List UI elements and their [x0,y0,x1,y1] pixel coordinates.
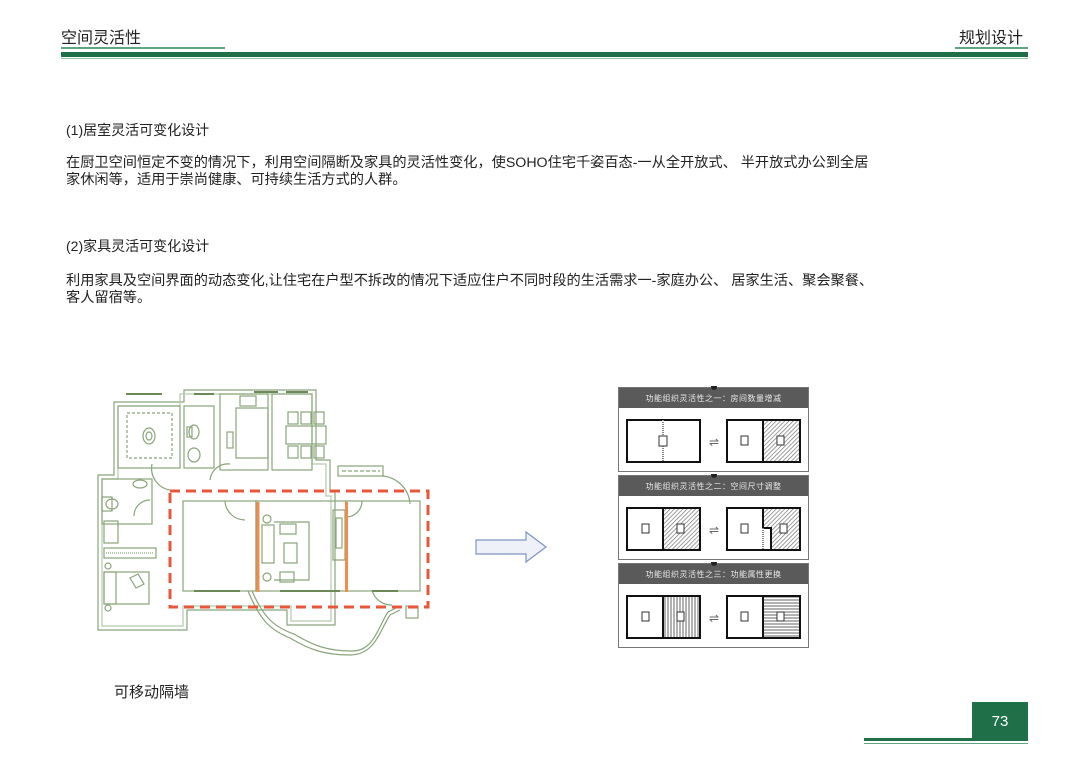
connector-notch [711,474,717,478]
section-2-line-1: 利用家具及空间界面的动态变化,让住宅在户型不拆改的情况下适应住户不同时段的生活需… [66,273,874,289]
space-size-illustration: ⇌ [626,507,801,551]
section-2-body: 利用家具及空间界面的动态变化,让住宅在户型不拆改的情况下适应住户不同时段的生活需… [66,273,1016,307]
diagram-room-count-label: 功能组织灵活性之一：房间数量增减 [619,388,808,408]
diagram-function-swap: 功能组织灵活性之三：功能属性更换 ⇌ [618,562,809,648]
connector-notch [711,562,717,566]
page-number-text: 73 [991,712,1009,730]
footer-accent-line [864,743,1028,744]
flexibility-diagram-panel: 功能组织灵活性之一：房间数量增减 ⇌ [618,386,809,648]
movable-wall-right [345,502,348,592]
function-swap-illustration: ⇌ [626,595,801,639]
header-accent-line-left [61,47,225,49]
header-accent-line-right [955,47,1028,49]
section-1-line-1: 在厨卫空间恒定不变的情况下，利用空间隔断及家具的灵活性变化，使SOHO住宅千姿百… [66,155,869,171]
diagram-room-count: 功能组织灵活性之一：房间数量增减 ⇌ [618,386,809,472]
section-1-body: 在厨卫空间恒定不变的情况下，利用空间隔断及家具的灵活性变化，使SOHO住宅千姿百… [66,155,1016,189]
svg-text:⇌: ⇌ [709,523,719,537]
right-arrow-icon [475,530,547,564]
diagram-space-size-label: 功能组织灵活性之二：空间尺寸调整 [619,476,808,496]
section-1-line-2: 家休闲等，适用于崇尚健康、可持续生活方式的人群。 [66,172,407,188]
movable-wall-left [256,502,260,592]
room-count-illustration: ⇌ [626,419,801,463]
header-divider-bar [61,52,1028,57]
footer-line [864,738,1028,741]
page-number: 73 [972,702,1028,740]
section-2-line-2: 客人留宿等。 [66,290,152,306]
diagram-function-swap-label: 功能组织灵活性之三：功能属性更换 [619,564,808,584]
svg-text:⇌: ⇌ [709,435,719,449]
floorplan-caption: 可移动隔墙 [114,684,190,701]
category-title: 规划设计 [959,30,1024,47]
svg-text:⇌: ⇌ [709,611,719,625]
flexible-zone-outline [168,489,430,609]
section-2-title: (2)家具灵活可变化设计 [66,238,210,254]
floorplan-drawing [97,389,430,656]
section-title: 空间灵活性 [61,30,142,47]
header-divider-line [61,58,1028,59]
diagram-space-size: 功能组织灵活性之二：空间尺寸调整 ⇌ [618,474,809,560]
connector-notch [711,386,717,390]
section-1-title: (1)居室灵活可变化设计 [66,122,210,138]
